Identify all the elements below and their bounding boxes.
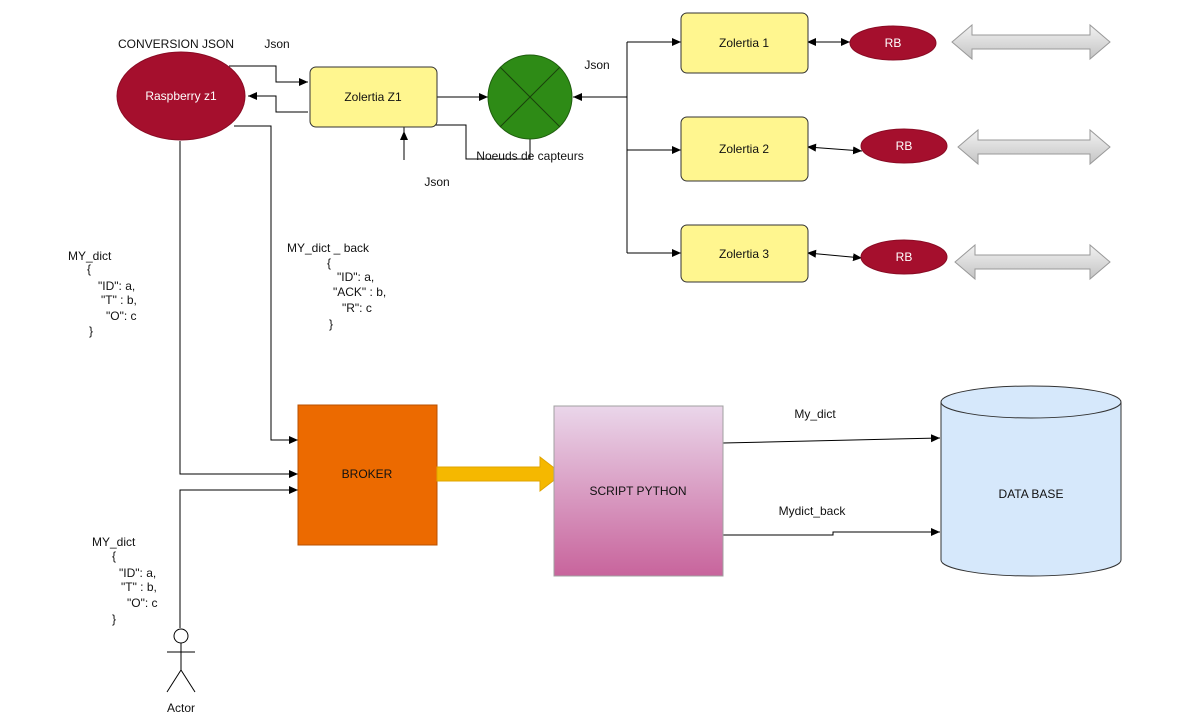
code-line: "R": c	[342, 301, 372, 315]
zolertia-1-node: Zolertia 1	[680, 12, 809, 74]
rb-node-3: RB	[860, 239, 948, 275]
sensor-nodes	[487, 54, 573, 140]
json-label-top: Json	[264, 37, 289, 51]
code-block-my-dict-actor: MY_dict { "ID": a, "T" : b, "O": c }	[92, 535, 158, 626]
broker-to-script-arrow	[436, 455, 563, 493]
code-line: MY_dict _ back	[287, 241, 370, 255]
edge-raspberry-to-broker-back	[234, 125, 298, 444]
code-line: MY_dict	[68, 249, 112, 263]
mydict-back-edge-label: Mydict_back	[779, 504, 847, 518]
edge-raspberry-to-broker	[179, 141, 298, 478]
double-arrow-3	[954, 243, 1111, 281]
code-block-my-dict-back: MY_dict _ back { "ID": a, "ACK" : b, "R"…	[287, 241, 386, 331]
json-label-bottom: Json	[424, 175, 449, 189]
broker-node: BROKER	[297, 404, 438, 546]
edge-script-to-db-1	[722, 434, 941, 444]
edge-zolertia3-rb	[807, 249, 863, 262]
rb-label-2: RB	[896, 139, 913, 153]
code-line: "ID": a,	[119, 566, 156, 580]
double-arrow-2	[957, 128, 1111, 166]
edge-actor-to-broker	[179, 486, 298, 628]
code-line: "ACK" : b,	[333, 285, 386, 299]
raspberry-label: Raspberry z1	[145, 89, 217, 103]
zolertia-z1-label: Zolertia Z1	[344, 90, 402, 104]
edge-raspberry-to-z1	[229, 65, 308, 86]
json-label-right: Json	[584, 58, 609, 72]
edge-script-to-db-2	[723, 528, 940, 536]
rb-node-1: RB	[849, 25, 937, 61]
zolertia-2-label: Zolertia 2	[719, 142, 769, 156]
zolertia-z1-node: Zolertia Z1	[309, 66, 438, 128]
code-line: }	[329, 317, 333, 331]
raspberry-node: Raspberry z1	[116, 51, 246, 141]
code-line: }	[89, 324, 93, 338]
rb-node-2: RB	[860, 128, 948, 164]
rb-label-1: RB	[885, 36, 902, 50]
code-line: {	[327, 256, 331, 270]
code-line: {	[87, 262, 91, 276]
my-dict-edge-label: My_dict	[794, 407, 836, 421]
rb-label-3: RB	[896, 250, 913, 264]
code-line: "O": c	[127, 596, 158, 610]
zolertia-1-label: Zolertia 1	[719, 36, 769, 50]
database-label: DATA BASE	[999, 487, 1064, 501]
code-line: {	[112, 549, 116, 563]
zolertia-3-node: Zolertia 3	[680, 224, 809, 283]
code-line: "O": c	[106, 309, 137, 323]
database-node: DATA BASE	[940, 385, 1122, 577]
code-line: "T" : b,	[121, 580, 157, 594]
edge-zolertia2-rb	[807, 143, 863, 155]
double-arrow-1	[951, 23, 1111, 61]
script-python-node: SCRIPT PYTHON	[553, 405, 724, 577]
script-label: SCRIPT PYTHON	[589, 484, 686, 498]
code-line: MY_dict	[92, 535, 136, 549]
zolertia-3-label: Zolertia 3	[719, 247, 769, 261]
code-line: "ID": a,	[98, 279, 135, 293]
conversion-json-label: CONVERSION JSON	[118, 37, 234, 51]
code-line: }	[112, 612, 116, 626]
code-line: "ID": a,	[337, 270, 374, 284]
edge-sensors-to-z1	[403, 124, 531, 160]
sensor-nodes-label: Noeuds de capteurs	[476, 149, 583, 163]
code-block-my-dict: MY_dict { "ID": a, "T" : b, "O": c }	[68, 249, 137, 338]
zolertia-2-node: Zolertia 2	[680, 116, 809, 182]
connectors	[179, 38, 941, 628]
broker-label: BROKER	[342, 467, 393, 481]
actor-label: Actor	[167, 701, 195, 715]
actor-icon	[166, 628, 196, 693]
edge-z1-to-raspberry	[248, 92, 308, 113]
code-line: "T" : b,	[101, 293, 137, 307]
